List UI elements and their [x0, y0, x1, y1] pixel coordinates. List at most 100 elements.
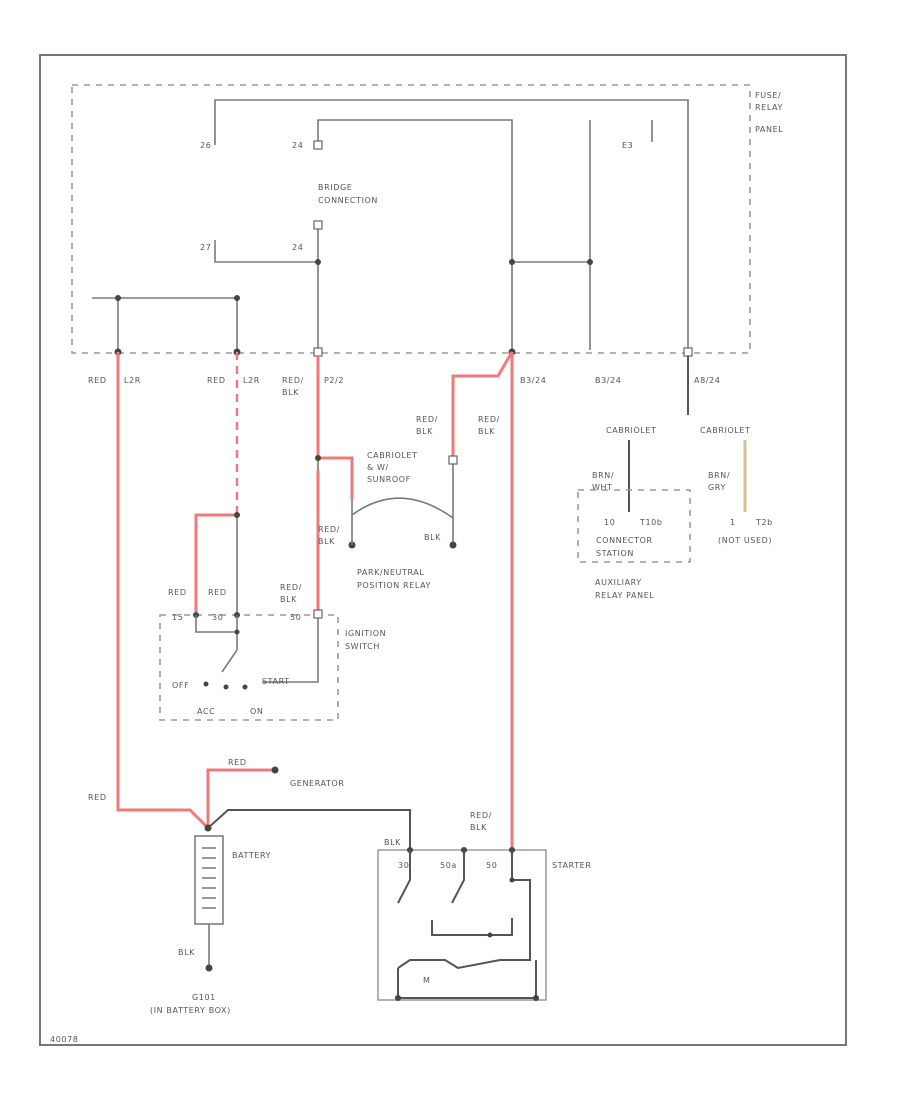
battery-label: BATTERY: [232, 851, 271, 860]
relay-terminal: [448, 455, 458, 465]
wire-ignition-start: [262, 618, 319, 683]
fuse-panel-terminal-label: 24: [292, 141, 303, 150]
connector-terminal-label: 10: [604, 518, 615, 527]
junction-dot: [234, 512, 240, 518]
fuse-panel-bottom-label: L2R: [243, 376, 260, 385]
ignition-position-dot: [223, 684, 229, 690]
red-wire-generator: [206, 768, 275, 828]
wire-color-label: WHT: [592, 483, 613, 492]
red-wire-battery-feed: [116, 352, 210, 830]
option-label-cabriolet-2: CABRIOLET: [700, 426, 751, 435]
ignition-position-label: ACC: [197, 707, 215, 716]
generator-terminal: [271, 766, 279, 774]
fuse-relay-panel-label-2: RELAY: [755, 103, 783, 112]
connector-terminal-label: T2b: [755, 518, 773, 527]
option-label-cabriolet-rhd: & W/: [367, 463, 389, 472]
battery-body: [194, 835, 224, 925]
ground-terminal: [205, 964, 213, 972]
fuse-panel-terminal: [313, 140, 323, 150]
ignition-internal-wire: [195, 615, 238, 633]
wire-color-label: BLK: [318, 537, 335, 546]
auxiliary-relay-panel-label: AUXILIARY: [595, 578, 642, 587]
starter-motor-label: M: [423, 976, 431, 985]
starter-ground-dot: [533, 995, 539, 1001]
wire-color-label: BRN/: [592, 471, 614, 480]
wire-color-label: BLK: [280, 595, 297, 604]
wire-color-label: RED/: [282, 376, 304, 385]
bridge-connection-label: BRIDGE: [318, 183, 352, 192]
wire-color-label: BLK: [178, 948, 195, 957]
fuse-relay-panel-box: [71, 84, 751, 354]
red-blk-wire-b3: [451, 351, 514, 458]
fuse-panel-terminal-label: 26: [200, 141, 211, 150]
ignition-position-label: ON: [250, 707, 263, 716]
fuse-panel-terminal: [313, 220, 323, 230]
junction-dot: [509, 259, 515, 265]
junction-dot: [315, 259, 321, 265]
starter-ground-wire: [397, 960, 537, 999]
starter-internal-wire: [511, 850, 531, 930]
option-label-cabriolet: CABRIOLET: [606, 426, 657, 435]
starter-internal-wire: [397, 850, 411, 904]
wire-color-label: GRY: [708, 483, 726, 492]
wire-color-label: RED: [228, 758, 247, 767]
junction-dot: [487, 932, 493, 938]
fuse-panel-bottom-label: A8/24: [694, 376, 720, 385]
park-neutral-relay-terminal: [449, 541, 457, 549]
starter-terminal-label: 50a: [440, 861, 457, 870]
wire-color-label: RED: [207, 376, 226, 385]
fuse-panel-bottom-label: B3/24: [595, 376, 621, 385]
starter-internal-wire: [431, 918, 513, 936]
connector-terminal-label: 1: [730, 518, 736, 527]
wire-color-label: RED: [168, 588, 187, 597]
junction-dot: [587, 259, 593, 265]
fuse-panel-terminal-label: E3: [622, 141, 633, 150]
ignition-terminal-label: 30: [212, 613, 223, 622]
starter-label: STARTER: [552, 861, 592, 870]
ignition-terminal-label: 50: [290, 613, 301, 622]
battery-terminal: [204, 824, 212, 832]
starter-terminal-label: 30: [398, 861, 409, 870]
ignition-switch-contact: [221, 649, 238, 673]
ignition-position-dot: [203, 681, 209, 687]
connector-station-label: CONNECTOR: [596, 536, 653, 545]
wire-color-label: RED/: [478, 415, 500, 424]
ignition-terminal: [313, 609, 323, 619]
connector-station-label: STATION: [596, 549, 634, 558]
fuse-panel-bottom-label: L2R: [124, 376, 141, 385]
wire-color-label: BLK: [470, 823, 487, 832]
junction-dot: [509, 877, 515, 883]
wire-color-label: RED/: [318, 525, 340, 534]
wire-color-label: RED: [88, 376, 107, 385]
junction-dot: [234, 629, 240, 635]
fuse-panel-bottom-label: B3/24: [520, 376, 546, 385]
fuse-panel-terminal-label: 27: [200, 243, 211, 252]
option-split-curve: [351, 497, 454, 519]
fuse-panel-terminal: [313, 347, 323, 357]
panel-wire-top-loop: [214, 99, 689, 350]
ignition-terminal-label: 15: [172, 613, 183, 622]
auxiliary-relay-panel-label: RELAY PANEL: [595, 591, 654, 600]
starter-terminal-label: 50: [486, 861, 497, 870]
wire-color-label: RED: [208, 588, 227, 597]
wire-color-label: BLK: [424, 533, 441, 542]
diagram-frame: [39, 54, 847, 1046]
wire-color-label: BLK: [416, 427, 433, 436]
red-wire-ignition-15: [194, 513, 237, 612]
ignition-switch-label: SWITCH: [345, 642, 380, 651]
ignition-position-label: OFF: [172, 681, 189, 690]
wire-color-label: BLK: [478, 427, 495, 436]
wire-color-label: BLK: [384, 838, 401, 847]
starter-motor-wire: [397, 930, 531, 970]
park-neutral-relay-label: PARK/NEUTRAL: [357, 568, 424, 577]
not-used-label: (NOT USED): [718, 536, 772, 545]
wire-color-label: RED/: [416, 415, 438, 424]
fuse-panel-terminal: [683, 347, 693, 357]
park-neutral-relay-label: POSITION RELAY: [357, 581, 431, 590]
connector-station-box: [577, 489, 691, 563]
ground-label: G101: [192, 993, 216, 1002]
wire-color-label: RED/: [280, 583, 302, 592]
panel-wire-27: [214, 240, 318, 263]
starter-ground-dot: [395, 995, 401, 1001]
